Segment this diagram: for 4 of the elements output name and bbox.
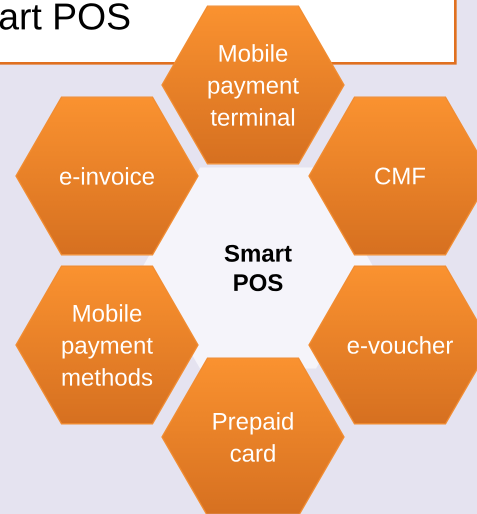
hexagon: e-voucher: [308, 266, 477, 424]
hexagon: CMF: [308, 96, 477, 256]
title: art POS: [0, 3, 130, 30]
hexagon: Prepaid card: [161, 358, 345, 514]
